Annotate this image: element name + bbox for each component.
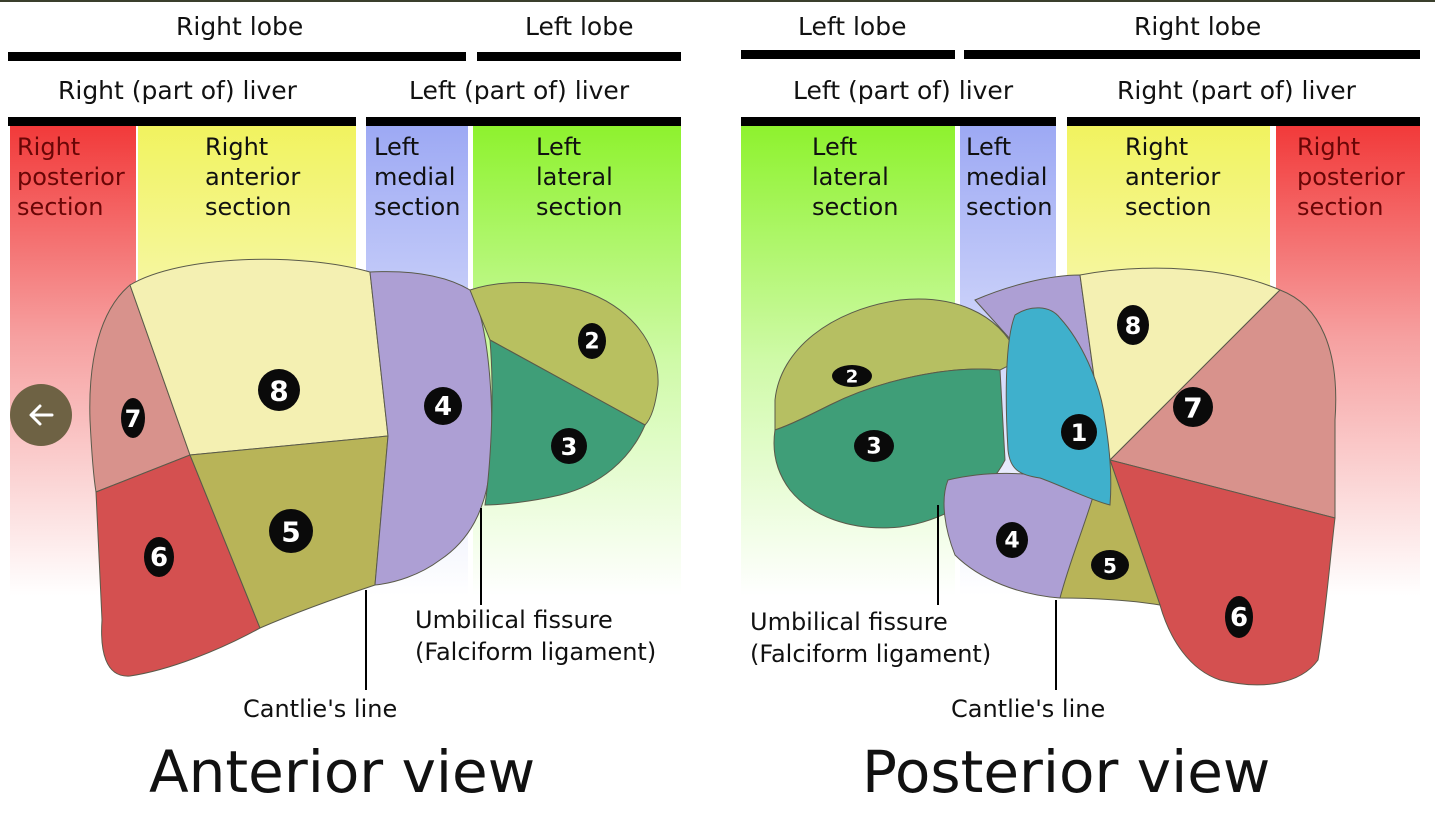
badge-4-anterior — [424, 387, 462, 425]
part-label-right-anterior-view: Right (part of) liver — [58, 76, 297, 105]
part-bar-right-posterior-view — [1067, 117, 1420, 126]
badge-text-3-posterior: 3 — [866, 435, 881, 460]
badge-text-8-posterior: 8 — [1125, 312, 1142, 340]
umbilical-fissure-label-posterior: Umbilical fissure(Falciform ligament) — [750, 608, 992, 668]
badge-8-posterior — [1117, 305, 1149, 345]
cantlie-line-label-anterior: Cantlie's line — [243, 695, 398, 723]
segment-7-posterior — [1109, 289, 1337, 519]
segment-6-anterior — [95, 454, 261, 677]
badge-text-5-anterior: 5 — [281, 516, 300, 549]
posterior-view-title: Posterior view — [862, 738, 1271, 806]
badge-5-anterior — [269, 509, 313, 553]
segment-5-posterior — [1059, 458, 1161, 606]
badge-3-anterior — [551, 428, 587, 464]
badge-7-anterior — [121, 398, 145, 438]
segment-2-anterior — [469, 282, 659, 426]
badge-text-7-posterior: 7 — [1183, 392, 1202, 425]
lobe-label-left-anterior-view: Left lobe — [525, 12, 634, 41]
badge-text-3-anterior: 3 — [561, 433, 578, 461]
part-bar-left-anterior-view — [366, 117, 681, 126]
badge-3-posterior — [854, 430, 894, 462]
part-label-left-anterior-view: Left (part of) liver — [409, 76, 630, 105]
badge-2-posterior — [832, 365, 872, 387]
part-label-left-posterior-view: Left (part of) liver — [793, 76, 1014, 105]
badge-text-2-posterior: 2 — [846, 367, 859, 388]
badge-text-4-posterior: 4 — [1004, 529, 1019, 554]
cantlie-line-label-posterior: Cantlie's line — [951, 695, 1106, 723]
segment-1-posterior — [1005, 307, 1112, 506]
badge-7-posterior — [1173, 387, 1213, 427]
lobe-label-right-anterior-view: Right lobe — [176, 12, 304, 41]
badge-text-6-posterior: 6 — [1230, 603, 1248, 633]
segment-3-anterior — [484, 339, 646, 506]
posterior-liver — [773, 267, 1337, 686]
top-border — [0, 0, 1435, 2]
badge-text-4-anterior: 4 — [434, 392, 452, 422]
segment-badges — [121, 305, 1253, 638]
badge-text-5-posterior: 5 — [1103, 554, 1117, 578]
badge-text-6-anterior: 6 — [150, 543, 168, 573]
arrow-left-icon — [29, 404, 54, 426]
badge-5-posterior — [1091, 550, 1129, 580]
badge-1-posterior — [1061, 414, 1097, 450]
segment-7-anterior — [89, 284, 191, 493]
badge-text-7-anterior: 7 — [125, 405, 142, 433]
part-label-right-posterior-view: Right (part of) liver — [1117, 76, 1356, 105]
part-bar-right-anterior-view — [8, 117, 356, 126]
badge-6-anterior — [144, 537, 174, 577]
badge-text-2-anterior: 2 — [584, 330, 599, 355]
part-bar-left-posterior-view — [741, 117, 1056, 126]
lobe-bar-right-anterior-view — [8, 52, 466, 61]
lobe-bar-left-posterior-view — [741, 50, 955, 59]
lobe-label-right-posterior-view: Right lobe — [1134, 12, 1262, 41]
segment-6-posterior — [1109, 459, 1336, 686]
lobe-bar-right-posterior-view — [964, 50, 1420, 59]
anterior-view-title: Anterior view — [149, 738, 536, 806]
badge-text-8-anterior: 8 — [269, 375, 288, 408]
badge-8-anterior — [258, 369, 300, 411]
badge-4-posterior — [996, 522, 1028, 558]
back-button[interactable] — [10, 384, 72, 446]
badge-2-anterior — [578, 323, 606, 359]
anterior-liver — [89, 258, 659, 677]
lobe-bar-left-anterior-view — [477, 52, 681, 61]
badge-6-posterior — [1225, 596, 1253, 638]
lobe-label-left-posterior-view: Left lobe — [798, 12, 907, 41]
badge-text-1-posterior: 1 — [1071, 419, 1088, 447]
umbilical-fissure-label-anterior: Umbilical fissure(Falciform ligament) — [415, 606, 657, 666]
